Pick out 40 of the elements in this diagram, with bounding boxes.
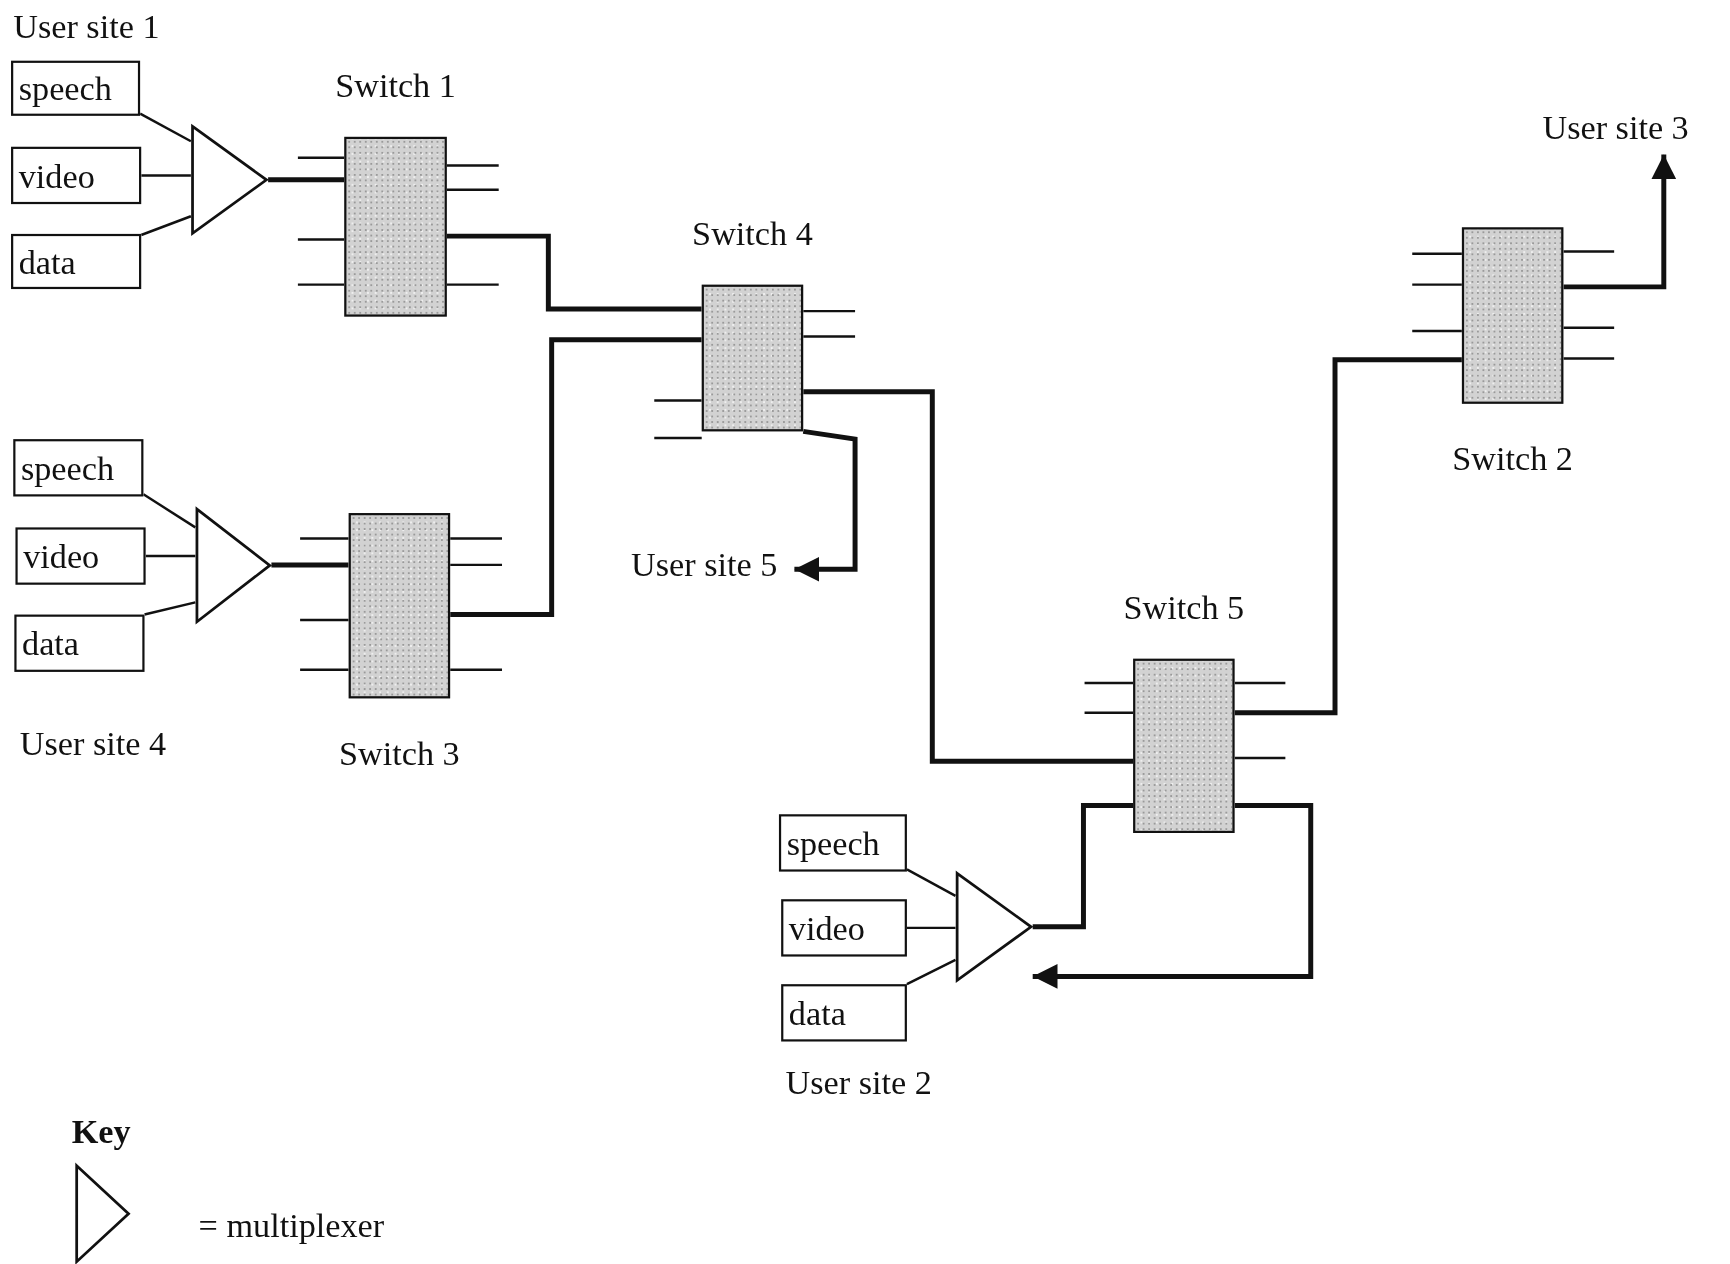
source-box: video	[781, 899, 907, 957]
connection-line	[139, 112, 192, 143]
connection-line	[446, 233, 702, 312]
arrow	[1563, 154, 1677, 290]
switch-label: Switch 3	[338, 735, 461, 775]
source-box: data	[14, 614, 145, 672]
source-box: video	[11, 146, 142, 205]
connection-line	[906, 868, 957, 897]
legend-text: = multiplexer	[198, 1208, 385, 1243]
source-box: speech	[778, 814, 907, 872]
connection-line	[145, 554, 196, 558]
connection-line	[268, 177, 345, 183]
connection-line	[271, 562, 349, 568]
source-box: speech	[11, 60, 141, 116]
site-label: User site 2	[785, 1065, 932, 1100]
source-box: data	[11, 233, 142, 290]
site-label: User site 4	[19, 726, 167, 761]
connection-line	[144, 601, 196, 616]
connection-line	[1234, 357, 1462, 716]
source-box: data	[781, 984, 907, 1042]
connection-line	[803, 389, 1134, 764]
connection-line	[141, 174, 191, 177]
site-label: User site 3	[1542, 110, 1716, 155]
key-heading: Key	[71, 1114, 131, 1149]
connection-line	[140, 215, 192, 237]
connection-line	[1032, 802, 1134, 930]
arrow	[794, 428, 858, 582]
arrow	[1032, 802, 1314, 989]
connection-line	[142, 493, 196, 529]
switch-label: Switch 5	[1122, 590, 1246, 629]
source-box: video	[15, 527, 146, 585]
connection-line	[906, 958, 956, 986]
switch-label: Switch 1	[334, 68, 457, 107]
site-label: User site 1	[13, 8, 160, 44]
switch-label: Switch 4	[691, 216, 814, 255]
connection-line	[450, 337, 702, 618]
source-box: speech	[13, 439, 144, 497]
switch-label: Switch 2	[1451, 441, 1574, 480]
connection-line	[906, 926, 956, 930]
site-label: User site 5	[631, 547, 795, 592]
